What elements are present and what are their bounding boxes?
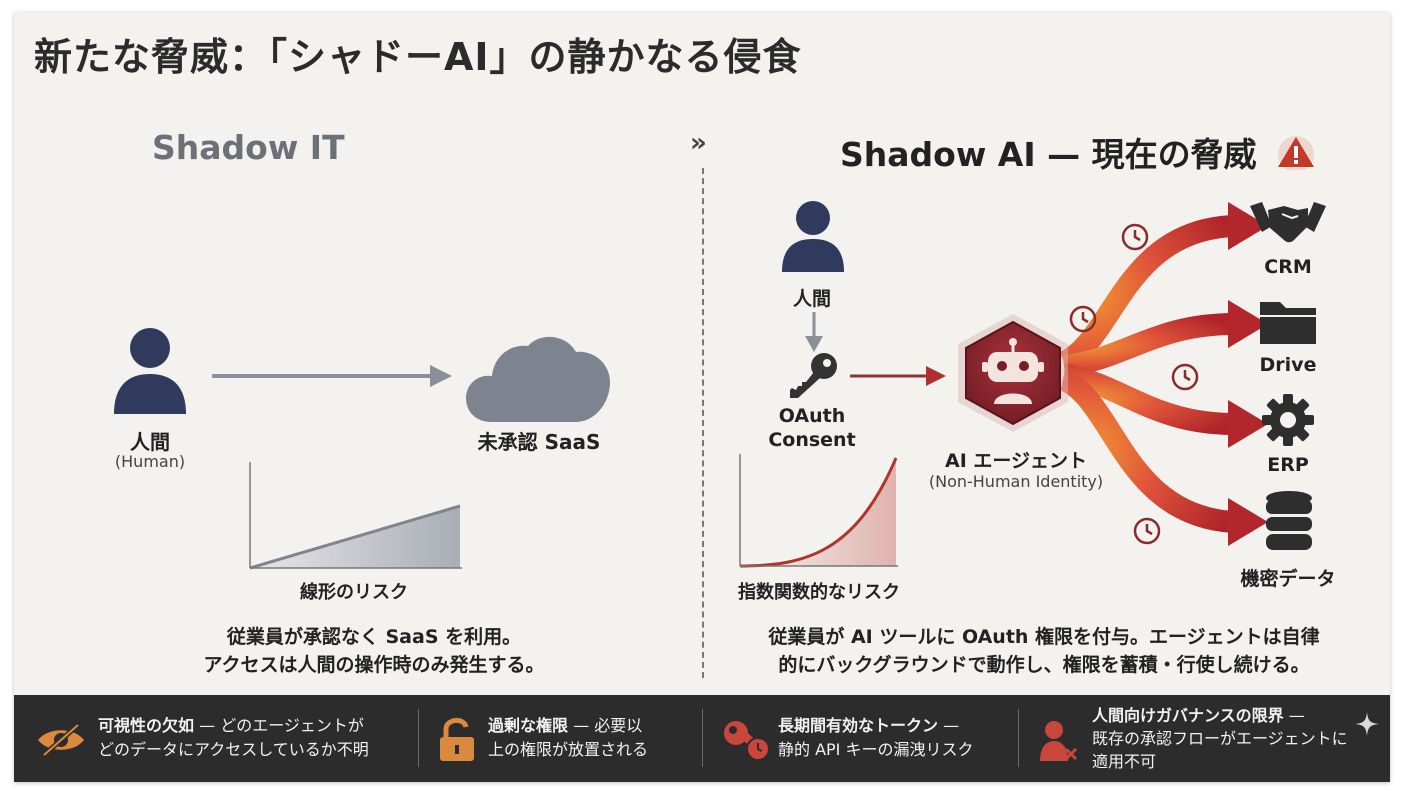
oauth-consent-label: OAuth Consent: [768, 405, 856, 451]
key-clock-icon: [724, 721, 770, 761]
page-title: 新たな脅威：「シャドーAI」の静かなる侵食: [34, 35, 802, 79]
hidden-eye-icon: [38, 723, 84, 757]
drive-label: Drive: [1259, 354, 1317, 376]
key-icon: [790, 353, 837, 398]
visibility-gap-text-line2: どのデータにアクセスしているか不明: [98, 740, 369, 759]
consent-to-agent-arrow: [850, 366, 946, 386]
clock-icon: [1171, 363, 1199, 391]
human-icon: [114, 328, 186, 414]
unlocked-padlock-icon: [440, 718, 474, 761]
shadow-ai-description-line2: 的にバックグラウンドで動作し、権限を蓄積・行使し続ける。: [778, 654, 1310, 676]
separator: [702, 709, 703, 767]
governance-limit-text: 人間向けガバナンスの限界 —: [1092, 706, 1305, 725]
linear-risk-chart: [249, 462, 462, 570]
governance-limit-text-line2: 既存の承認フローがエージェントに: [1092, 729, 1348, 748]
long-lived-token-text-line2: 静的 API キーの漏洩リスク: [778, 740, 974, 759]
linear-risk-label: 線形のリスク: [300, 582, 408, 603]
shadow-it-description-line2: アクセスは人間の操作時のみ発生する。: [203, 654, 545, 676]
database-icon: [1266, 491, 1312, 550]
saas-label: 未承認 SaaS: [477, 430, 601, 454]
double-chevron-icon: »: [690, 128, 707, 158]
clock-icon: [1133, 517, 1161, 545]
risk-summary-bar: 可視性の欠如 — どのエージェントが どのデータにアクセスしているか不明 過剰な…: [14, 695, 1390, 782]
shadow-ai-heading: Shadow AI — 現在の脅威: [840, 128, 1316, 176]
exponential-risk-label: 指数関数的なリスク: [738, 582, 900, 603]
separator: [418, 709, 419, 767]
shadow-ai-description-line1: 従業員が AI ツールに OAuth 権限を付与。エージェントは自律: [768, 626, 1320, 648]
gear-icon: [1262, 394, 1314, 446]
folder-icon: [1260, 302, 1318, 344]
human-label: 人間: [130, 430, 170, 454]
crm-label: CRM: [1264, 256, 1312, 278]
separator: [1018, 709, 1019, 767]
slide: 新たな脅威：「シャドーAI」の静かなる侵食 Shadow IT 人間 (Huma…: [14, 12, 1390, 782]
human-to-saas-arrow: [212, 365, 452, 387]
human-icon-right: [782, 201, 844, 272]
excess-permissions-text-line2: 上の権限が放置される: [488, 740, 649, 759]
ai-agent-sub-label: (Non-Human Identity): [928, 472, 1104, 491]
clock-icon: [1069, 305, 1097, 333]
handshake-icon: [1250, 202, 1326, 243]
sparkle-icon: [1355, 712, 1379, 736]
shadow-it-heading: Shadow IT: [152, 128, 345, 167]
exponential-risk-chart: [739, 454, 898, 568]
excess-permissions-text: 過剰な権限 — 必要以: [488, 716, 643, 735]
human-label-right: 人間: [792, 288, 831, 310]
confidential-data-label: 機密データ: [1240, 568, 1336, 590]
warning-icon: [1278, 136, 1315, 172]
section-divider: [702, 168, 704, 678]
ai-agent-robot-icon: [958, 314, 1068, 432]
erp-label: ERP: [1267, 454, 1309, 476]
clock-icon: [1121, 223, 1149, 251]
ai-agent-label: AI エージェント: [944, 450, 1087, 472]
shadow-it-description-line1: 従業員が承認なく SaaS を利用。: [226, 626, 522, 648]
human-sub-label: (Human): [114, 452, 186, 471]
cloud-icon: [466, 336, 610, 422]
agent-access-arrows: [1058, 202, 1268, 546]
user-x-icon: [1040, 721, 1078, 761]
down-arrow: [805, 312, 823, 352]
visibility-gap-text: 可視性の欠如 — どのエージェントが: [98, 716, 364, 735]
long-lived-token-text: 長期間有効なトークン —: [778, 716, 960, 735]
governance-limit-text-line3: 適用不可: [1092, 752, 1157, 771]
